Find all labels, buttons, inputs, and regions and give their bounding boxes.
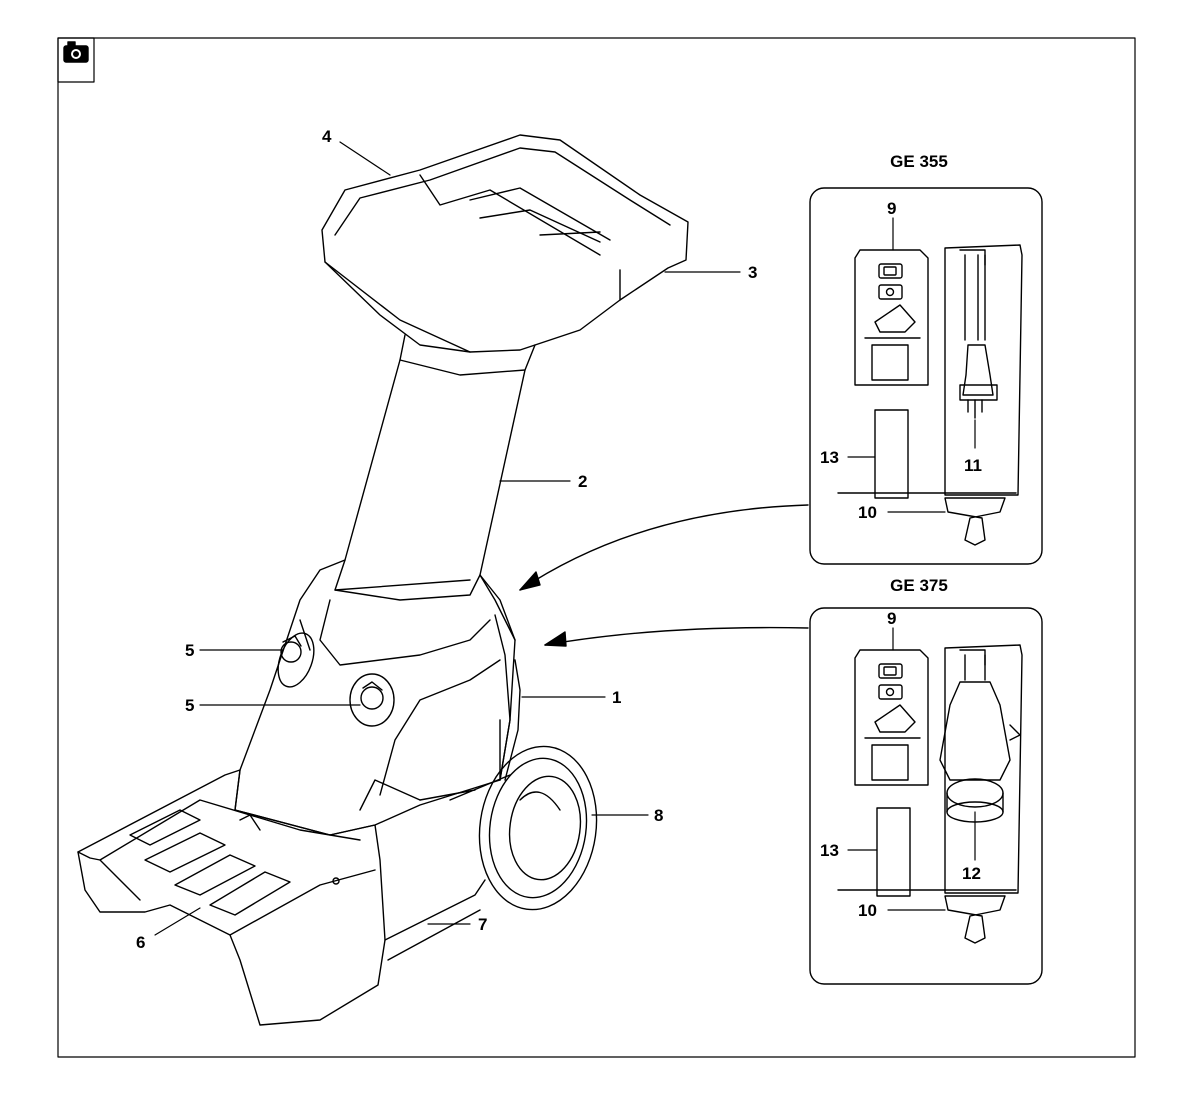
callout-2: 2 <box>578 472 587 491</box>
callout-4: 4 <box>322 127 332 146</box>
callout-10-375: 10 <box>858 901 877 920</box>
callout-11-355: 11 <box>964 456 982 475</box>
arrow-ge375 <box>545 628 808 646</box>
plug-375 <box>940 682 1020 822</box>
callout-13-355: 13 <box>820 448 839 467</box>
figure-border <box>58 38 1135 1057</box>
panel-title-ge375: GE 375 <box>890 576 948 595</box>
funnel <box>322 135 688 352</box>
callout-1: 1 <box>612 688 621 707</box>
callout-12-375: 12 <box>962 864 981 883</box>
strain-relief-375 <box>945 896 1005 943</box>
shredder-illustration <box>78 135 688 1025</box>
frame-stand <box>385 775 510 960</box>
collection-tray <box>78 770 385 1025</box>
callout-3: 3 <box>748 263 757 282</box>
knob-lower <box>350 674 394 726</box>
callout-6: 6 <box>136 933 145 952</box>
callout-8: 8 <box>654 806 663 825</box>
callout-10-355: 10 <box>858 503 877 522</box>
wheel <box>469 739 607 918</box>
panel-ge375 <box>810 608 1042 984</box>
panel-title-ge355: GE 355 <box>890 152 948 171</box>
callout-5-lower: 5 <box>185 696 194 715</box>
arrow-ge355 <box>520 505 808 590</box>
cover-375 <box>877 808 910 896</box>
callout-13-375: 13 <box>820 841 839 860</box>
plug-355 <box>960 345 997 418</box>
callout-7: 7 <box>478 915 487 934</box>
callout-9-375: 9 <box>887 609 896 628</box>
strain-relief-355 <box>945 498 1005 545</box>
callout-5-upper: 5 <box>185 641 194 660</box>
hopper-tube <box>335 360 525 600</box>
panel-ge355 <box>810 188 1042 564</box>
camera-icon <box>58 38 94 82</box>
cover-355 <box>875 410 908 498</box>
motor-housing <box>235 560 515 835</box>
knob-upper <box>271 628 320 692</box>
callout-9-355: 9 <box>887 199 896 218</box>
switch-box-355 <box>855 250 928 385</box>
switch-box-375 <box>855 650 928 785</box>
